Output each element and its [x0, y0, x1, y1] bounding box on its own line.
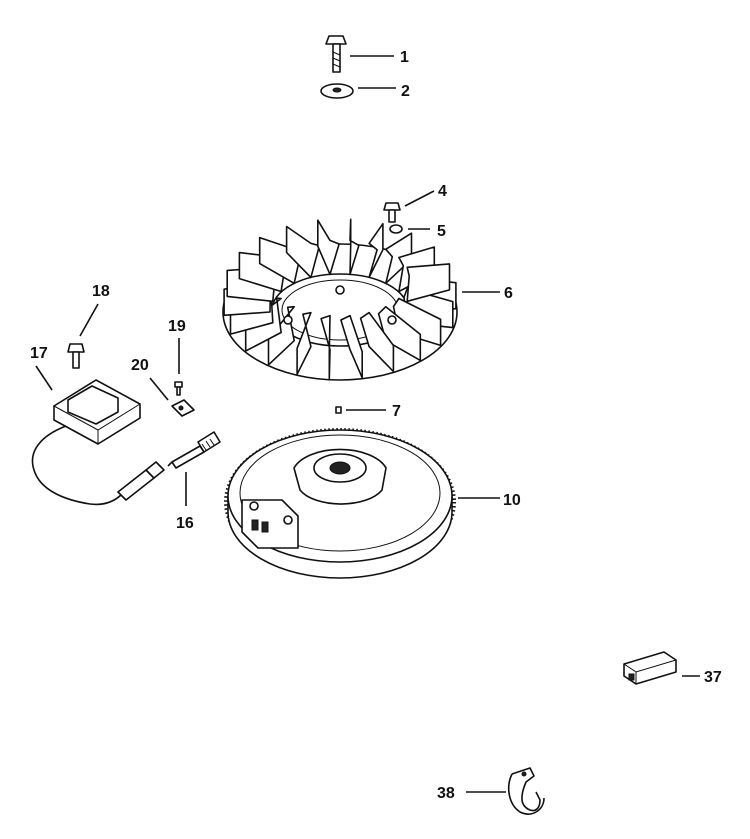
leader-line-18	[79, 303, 99, 337]
callout-2: 2	[401, 83, 410, 100]
fan-blades	[223, 218, 457, 380]
part-5-lockwasher	[389, 224, 403, 234]
callout-1: 1	[400, 49, 409, 66]
fan-blade	[359, 311, 395, 373]
callout-38: 38	[437, 785, 455, 802]
fan-blade	[349, 218, 360, 276]
leader-line-17	[35, 365, 53, 391]
part-37-connector	[623, 651, 677, 685]
callout-17: 17	[30, 345, 48, 362]
part-1-bolt	[325, 35, 347, 73]
part-38-clamp	[507, 767, 545, 815]
part-16-spark-plug	[167, 431, 221, 469]
callout-20: 20	[131, 357, 149, 374]
fan-blade	[340, 314, 363, 379]
part-19-screw	[174, 381, 183, 396]
leader-line-4	[404, 190, 435, 207]
callout-10: 10	[503, 492, 521, 509]
leader-line-20	[149, 377, 169, 401]
callout-37: 37	[704, 669, 722, 686]
fan-blade	[317, 219, 340, 276]
part-18-bolt	[67, 343, 85, 369]
callout-4: 4	[438, 183, 447, 200]
part-17-ignition-module	[31, 379, 165, 506]
fan-blade	[406, 263, 451, 303]
callout-6: 6	[504, 285, 513, 302]
part-7-key	[335, 406, 342, 414]
callout-19: 19	[168, 318, 186, 335]
part-6-fan	[222, 218, 458, 381]
callout-7: 7	[392, 403, 401, 420]
fan-blade	[320, 314, 331, 380]
fan-blade	[368, 222, 384, 279]
part-10-flywheel	[224, 428, 456, 579]
fan-blade	[296, 311, 312, 376]
callout-18: 18	[92, 283, 110, 300]
callout-16: 16	[176, 515, 194, 532]
callout-5: 5	[437, 223, 446, 240]
part-20-clip	[171, 399, 195, 417]
fan-blade	[285, 225, 321, 279]
part-4-screw	[383, 202, 401, 223]
part-2-washer	[320, 83, 354, 99]
